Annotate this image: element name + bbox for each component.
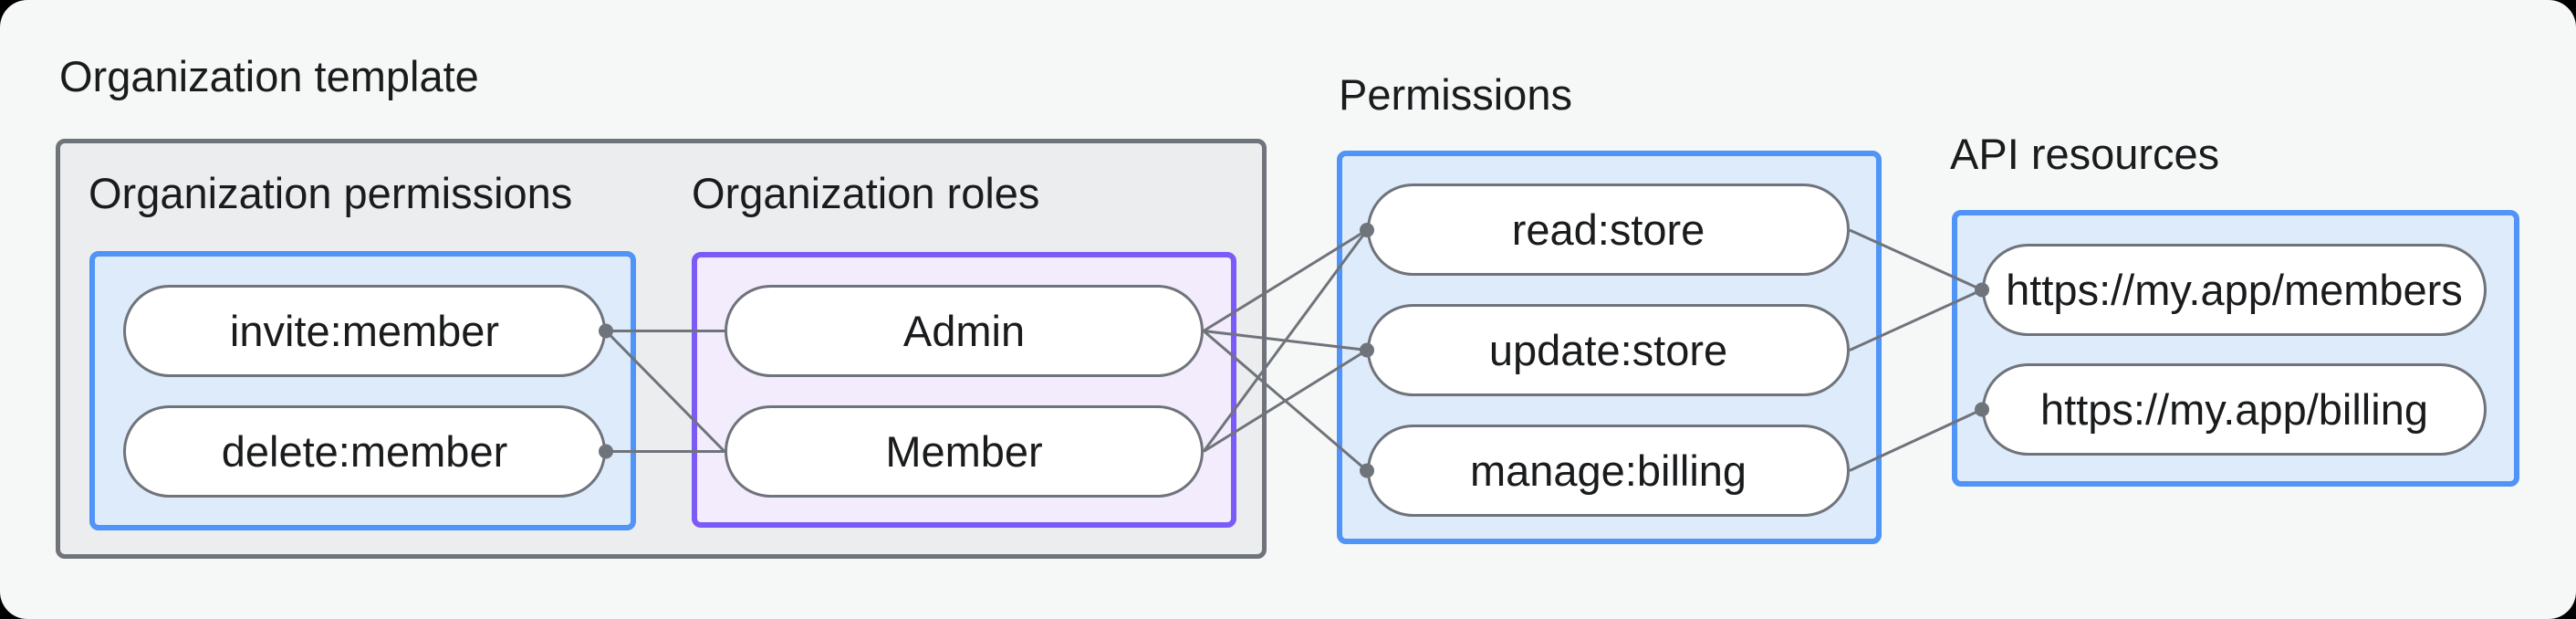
node-admin-role-label: Admin bbox=[902, 307, 1026, 355]
node-delete-member-label: delete:member bbox=[221, 427, 508, 476]
node-update-store-label: update:store bbox=[1488, 326, 1728, 374]
org-roles-label: Organization roles bbox=[692, 169, 1040, 217]
node-manage-billing-label: manage:billing bbox=[1469, 446, 1747, 495]
node-member-role: Member bbox=[725, 405, 1204, 498]
node-admin-role: Admin bbox=[725, 285, 1204, 377]
node-update-store: update:store bbox=[1367, 304, 1850, 396]
node-read-store: read:store bbox=[1367, 184, 1850, 276]
node-members-api-resource: https://my.app/members bbox=[1982, 244, 2487, 336]
node-manage-billing: manage:billing bbox=[1367, 425, 1850, 517]
org-template-label: Organization template bbox=[59, 52, 479, 100]
node-member-role-label: Member bbox=[885, 427, 1043, 476]
api-resources-label: API resources bbox=[1950, 130, 2220, 178]
node-billing-api-resource-label: https://my.app/billing bbox=[2040, 385, 2428, 434]
node-invite-member-label: invite:member bbox=[229, 307, 500, 355]
permissions-label: Permissions bbox=[1339, 70, 1572, 119]
node-read-store-label: read:store bbox=[1511, 205, 1705, 254]
org-permissions-label: Organization permissions bbox=[89, 169, 573, 217]
node-invite-member: invite:member bbox=[123, 285, 606, 377]
node-billing-api-resource: https://my.app/billing bbox=[1982, 363, 2487, 456]
node-delete-member: delete:member bbox=[123, 405, 606, 498]
node-members-api-resource-label: https://my.app/members bbox=[2006, 266, 2463, 314]
